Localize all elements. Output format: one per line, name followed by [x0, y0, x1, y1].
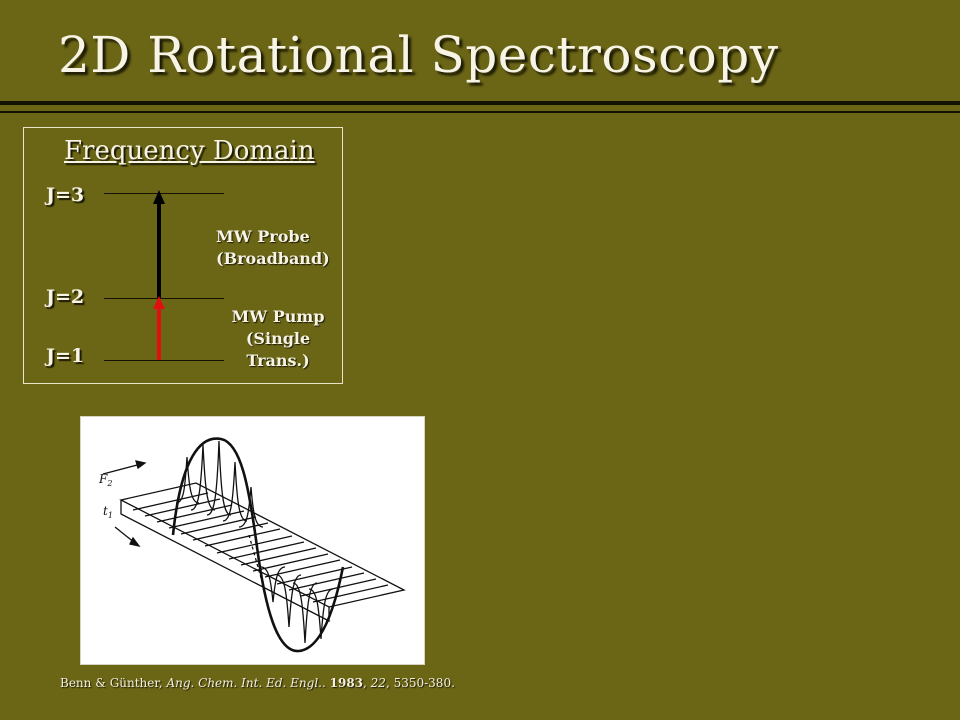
- citation-separator: .: [321, 676, 330, 690]
- pump-label-line2: (Single Trans.): [245, 329, 311, 370]
- citation: Benn & Günther, Ang. Chem. Int. Ed. Engl…: [60, 676, 455, 690]
- frequency-domain-heading: Frequency Domain: [64, 136, 315, 166]
- citation-year: 1983: [329, 676, 364, 690]
- citation-comma: ,: [363, 676, 371, 690]
- title-divider-thick: [0, 101, 960, 105]
- probe-label-line2: (Broadband): [216, 249, 330, 268]
- citation-authors: Benn & Günther,: [60, 676, 167, 690]
- citation-journal: Ang. Chem. Int. Ed. Engl.: [166, 676, 322, 690]
- energy-level-j1: [104, 360, 224, 361]
- 2d-spectrum-figure: F2 t1: [80, 416, 425, 665]
- slide-title: 2D Rotational Spectroscopy: [58, 26, 779, 84]
- probe-arrow: [153, 190, 165, 298]
- frequency-domain-box: [23, 127, 343, 384]
- energy-level-j3: [104, 193, 224, 194]
- level-label-j1: J=1: [46, 345, 85, 367]
- citation-volume: 22: [370, 676, 386, 690]
- probe-label-line1: MW Probe: [216, 227, 310, 246]
- pump-arrow: [153, 296, 165, 360]
- level-label-j3: J=3: [46, 184, 85, 206]
- axis-label-t1: t1: [103, 504, 113, 520]
- pump-label-line1: MW Pump: [231, 307, 325, 326]
- title-divider-thin: [0, 111, 960, 113]
- energy-level-j2: [104, 298, 224, 299]
- probe-label: MW Probe (Broadband): [216, 226, 330, 270]
- pump-label: MW Pump (Single Trans.): [218, 306, 338, 372]
- 2d-spectrum-plot: F2 t1: [98, 437, 406, 653]
- transition-arrows: [153, 190, 165, 360]
- citation-pages: , 5350-380.: [385, 676, 455, 690]
- axis-label-f2: F2: [98, 472, 112, 488]
- level-label-j2: J=2: [46, 286, 85, 308]
